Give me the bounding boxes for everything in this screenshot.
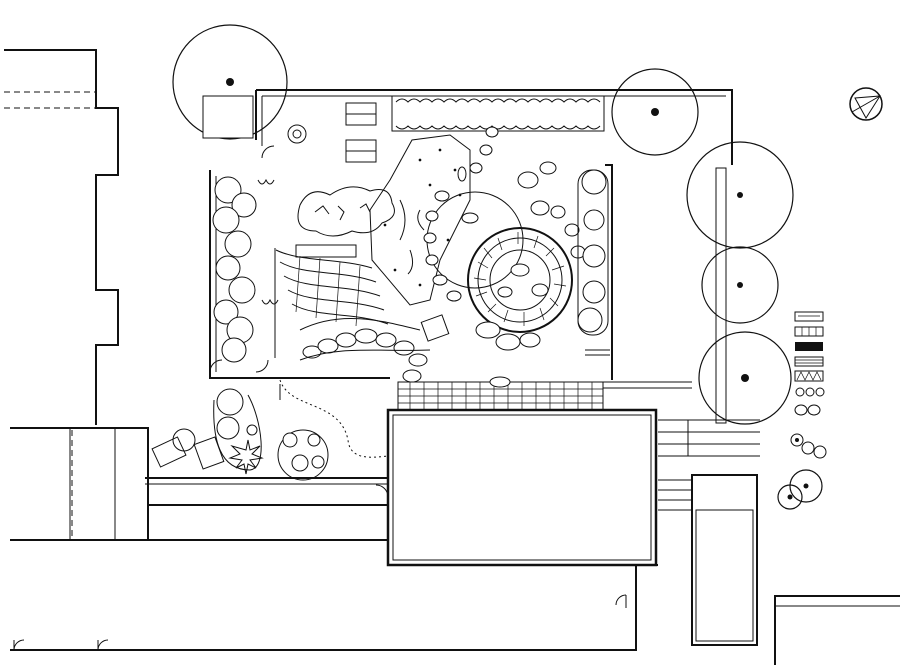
lower-court	[151, 379, 389, 481]
steps	[658, 419, 760, 457]
tree-right-1	[686, 141, 794, 249]
pond-circle	[426, 191, 573, 351]
tree-canopies	[172, 24, 794, 425]
legend-swatch-dark	[795, 342, 823, 351]
stone-path	[299, 314, 450, 383]
terraced-beds	[274, 244, 389, 358]
rock-garden-upper	[297, 186, 395, 237]
legend-swatch-trees	[777, 469, 823, 510]
left-shrub-row	[212, 176, 279, 363]
legend	[777, 311, 827, 510]
legend-swatch-shrubs	[790, 433, 827, 459]
north-arrow-icon	[849, 87, 883, 121]
bottom-building	[10, 564, 658, 651]
legend-swatch-striped	[794, 356, 824, 367]
tree-top-left	[172, 24, 288, 140]
central-pavilion	[386, 408, 658, 567]
left-building	[4, 49, 119, 425]
paved-terrace	[397, 376, 692, 411]
tree-right-3	[698, 331, 792, 425]
right-shrub-column	[577, 169, 610, 356]
legend-swatch-hatched	[794, 311, 824, 322]
top-hedge	[391, 95, 605, 132]
legend-swatch-pebbles-2	[794, 404, 821, 416]
windows	[287, 102, 377, 163]
corner-building	[774, 595, 900, 665]
legend-swatch-pebbles-1	[795, 387, 825, 397]
tree-top-right	[611, 68, 699, 156]
legend-swatch-grid	[794, 326, 824, 337]
pond-stones	[423, 126, 586, 302]
tree-right-2	[701, 246, 779, 324]
legend-swatch-zigzag	[794, 370, 824, 382]
right-block	[658, 419, 760, 646]
dry-garden	[369, 134, 471, 306]
